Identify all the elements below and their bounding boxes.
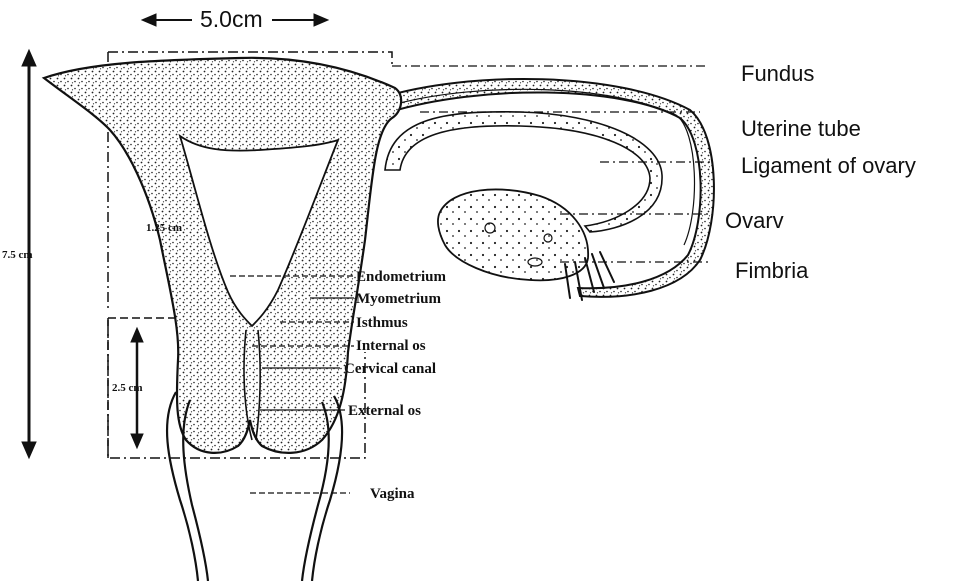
cavity-width-label: 1.25 cm — [146, 222, 182, 234]
label-endometrium: Endometrium — [356, 269, 447, 285]
label-cervical-canal: Cervical canal — [344, 361, 436, 377]
label-external-os: External os — [348, 403, 421, 419]
label-isthmus: Isthmus — [356, 315, 408, 331]
height-dimension-label: 7.5 cm — [2, 249, 33, 261]
label-myometrium: Myometrium — [356, 291, 441, 307]
label-ovary: Ovarv — [725, 208, 784, 233]
width-dimension-label: 5.0cm — [200, 6, 263, 32]
label-vagina: Vagina — [370, 486, 415, 502]
label-uterine-tube: Uterine tube — [741, 116, 861, 141]
cervix-length-label: 2.5 cm — [112, 382, 143, 394]
label-ligament-of-ovary: Ligament of ovary — [741, 153, 916, 178]
label-fimbria: Fimbria — [735, 258, 809, 283]
label-fundus: Fundus — [741, 61, 814, 86]
label-internal-os: Internal os — [356, 338, 426, 354]
